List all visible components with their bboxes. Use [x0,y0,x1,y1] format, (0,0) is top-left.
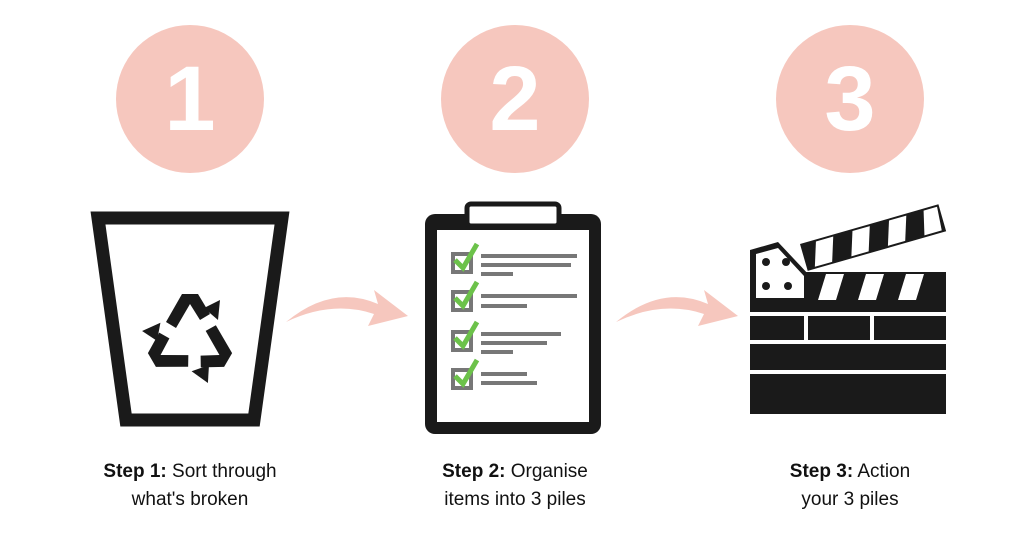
step-3: 3 Step 3: Action your 3 piles [700,0,1000,536]
step-label-line2: your 3 piles [801,489,899,510]
step-2: 2 S [365,0,665,536]
recycle-bin-icon [90,211,290,427]
step-2-caption: Step 2: Organise items into 3 piles [365,458,665,514]
step-1: 1 Step 1: Sort through what's broken [40,0,340,536]
arrow-right-icon [616,290,738,326]
clapperboard-icon [750,204,947,414]
step-label-bold: Step 2: [442,461,506,482]
step-number: 2 [489,48,541,150]
step-number-circle: 3 [776,25,924,173]
arrow-right-icon [286,290,408,326]
step-label-line1: Action [853,461,911,482]
clipboard-checklist-icon [425,201,601,434]
step-number: 3 [824,48,876,150]
step-label-line2: what's broken [131,489,249,510]
step-number-circle: 2 [441,25,589,173]
step-label-bold: Step 3: [789,461,854,482]
step-1-caption: Step 1: Sort through what's broken [40,458,340,514]
step-label-line1: Organise [505,461,588,482]
step-label-line2: items into 3 piles [444,489,586,510]
step-3-caption: Step 3: Action your 3 piles [700,458,1000,514]
step-number-circle: 1 [116,25,264,173]
step-label-bold: Step 1: [103,461,167,482]
step-number: 1 [164,48,216,150]
step-label-line1: Sort through [166,461,277,482]
